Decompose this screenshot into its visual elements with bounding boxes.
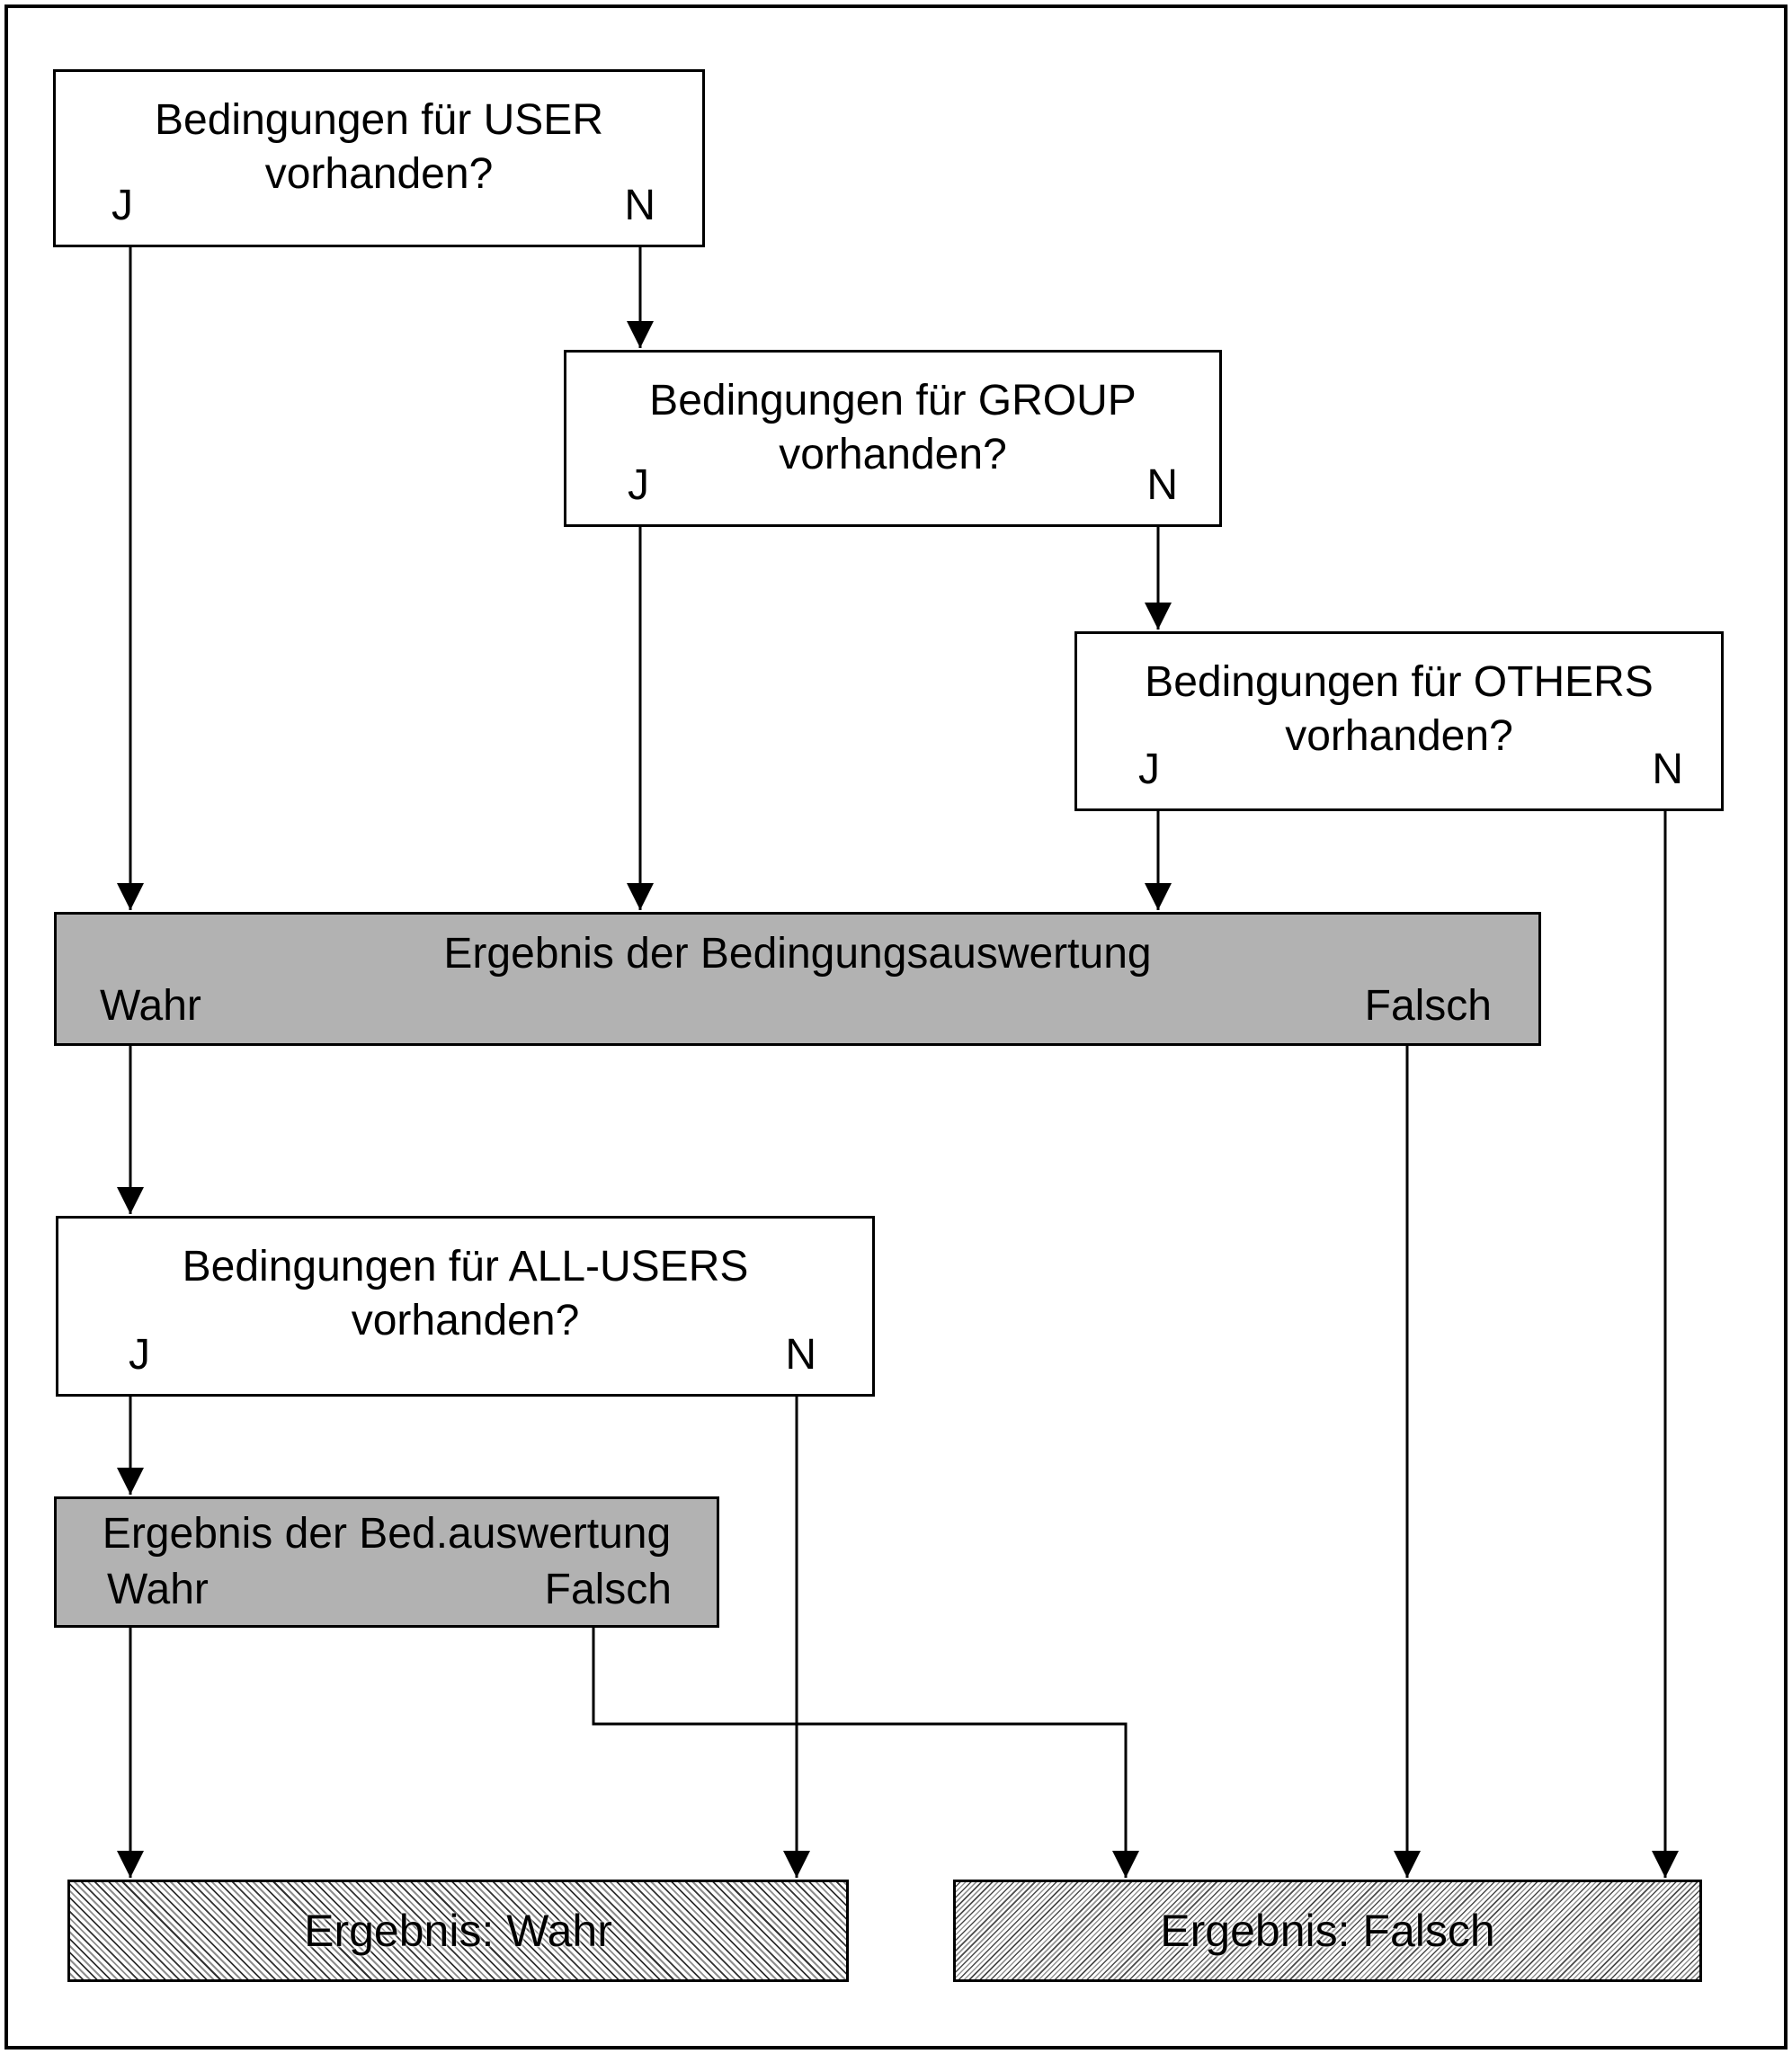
result-bar-wahr-label: Wahr (100, 982, 201, 1030)
decision-group-line1: Bedingungen für GROUP (649, 377, 1137, 424)
decision-others-box: Bedingungen für OTHERS vorhanden? J N (1074, 631, 1724, 811)
decision-group-box: Bedingungen für GROUP vorhanden? J N (564, 350, 1222, 527)
final-result-false-box: Ergebnis: Falsch (953, 1880, 1702, 1982)
decision-group-no-label: N (1146, 461, 1178, 509)
decision-user-no-label: N (624, 182, 655, 229)
result-bar-title: Ergebnis der Bedingungsauswertung (443, 930, 1152, 978)
result-bar-small-wahr-label: Wahr (107, 1566, 209, 1613)
result-bar: Ergebnis der Bedingungsauswertung Wahr F… (54, 912, 1541, 1046)
result-bar-small-title: Ergebnis der Bed.auswertung (102, 1510, 672, 1558)
final-result-true-box: Ergebnis: Wahr (67, 1880, 849, 1982)
decision-others-no-label: N (1652, 746, 1683, 793)
final-result-true-label: Ergebnis: Wahr (304, 1906, 612, 1956)
decision-others-line1: Bedingungen für OTHERS (1145, 658, 1654, 706)
decision-allusers-line1: Bedingungen für ALL-USERS (182, 1243, 749, 1290)
decision-user-box: Bedingungen für USER vorhanden? J N (53, 69, 705, 247)
decision-others-yes-label: J (1138, 746, 1160, 793)
decision-allusers-box: Bedingungen für ALL-USERS vorhanden? J N (56, 1216, 875, 1397)
result-bar-small: Ergebnis der Bed.auswertung Wahr Falsch (54, 1496, 719, 1628)
final-result-false-label: Ergebnis: Falsch (1160, 1906, 1495, 1956)
decision-allusers-line2: vorhanden? (351, 1297, 580, 1344)
decision-group-yes-label: J (628, 461, 649, 509)
decision-allusers-no-label: N (785, 1331, 816, 1379)
decision-user-line1: Bedingungen für USER (155, 96, 603, 144)
decision-user-line2: vorhanden? (264, 150, 494, 198)
decision-others-line2: vorhanden? (1285, 712, 1513, 760)
result-bar-falsch-label: Falsch (1364, 982, 1492, 1030)
decision-user-yes-label: J (111, 182, 133, 229)
decision-allusers-yes-label: J (129, 1331, 150, 1379)
connector-result2-falsch (592, 1628, 1139, 1878)
result-bar-small-falsch-label: Falsch (544, 1566, 672, 1613)
decision-group-line2: vorhanden? (779, 431, 1007, 478)
